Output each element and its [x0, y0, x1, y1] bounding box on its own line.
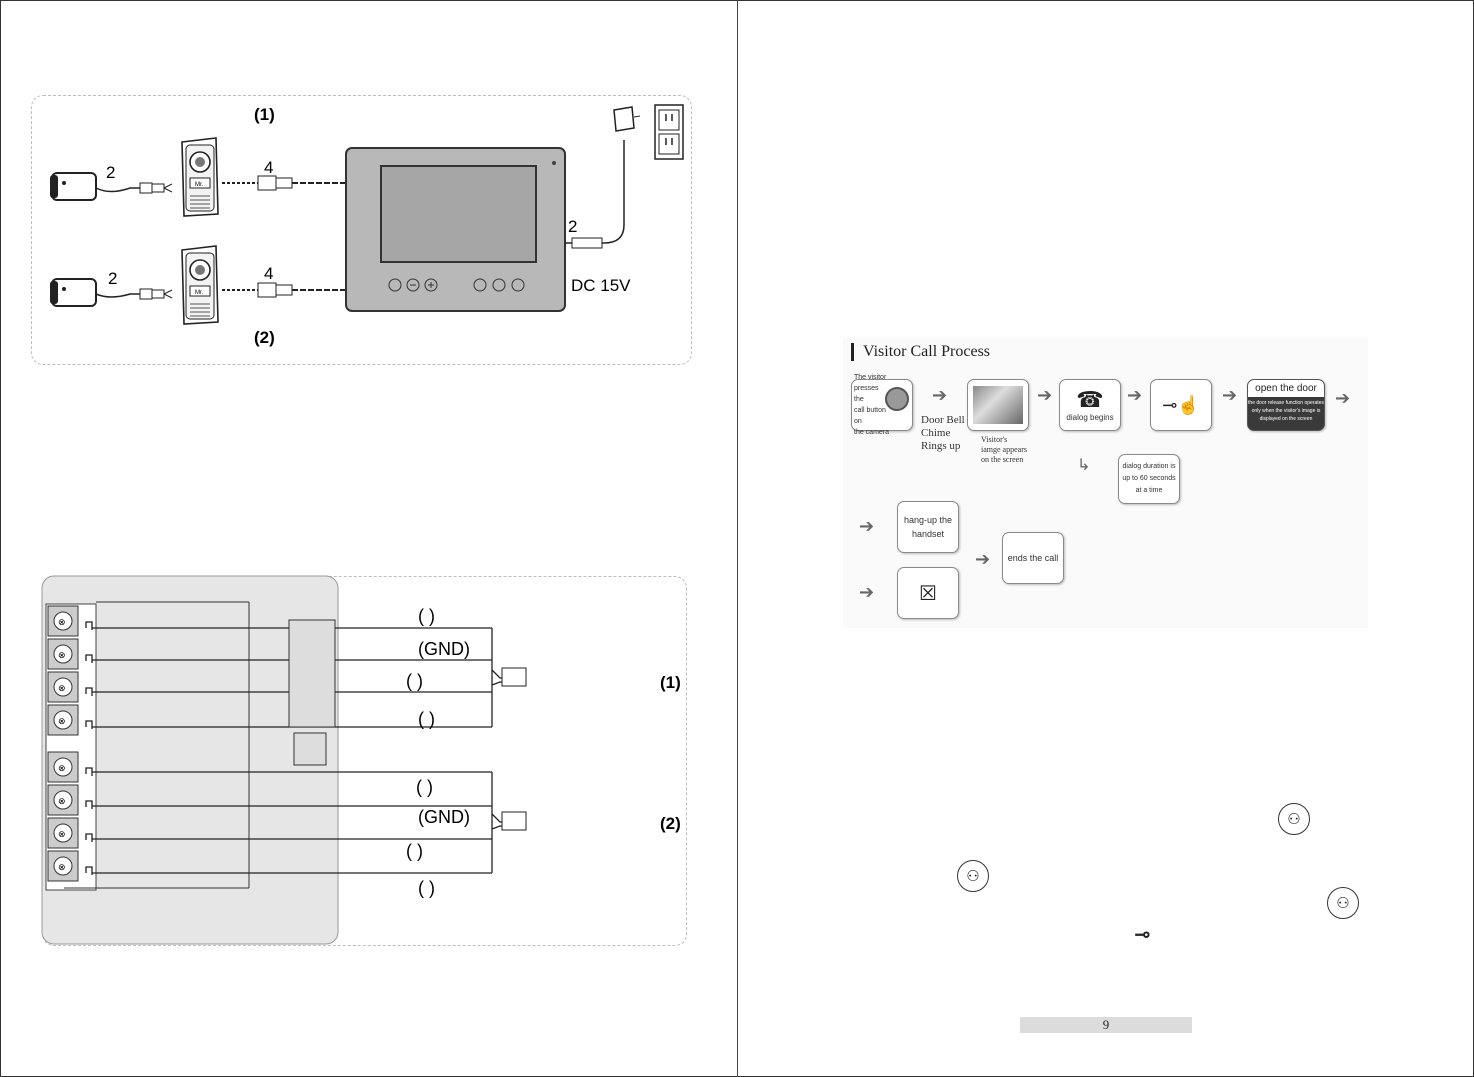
note-chime: Door Bell Chime Rings up	[921, 414, 965, 452]
key-icon: ⊸	[1162, 394, 1178, 415]
power-label: DC 15V	[571, 276, 631, 295]
page-number: 9	[1020, 1017, 1192, 1033]
wire-label-gnd: (GND)	[418, 807, 470, 827]
wire-count-lock-1: 2	[106, 163, 115, 182]
svg-text:⊗: ⊗	[58, 716, 66, 726]
outdoor-camera-icon: Mr.	[181, 245, 219, 325]
svg-text:⊗: ⊗	[58, 683, 66, 693]
wire-count-power: 2	[568, 217, 577, 236]
curved-arrow-icon: ↳	[1077, 455, 1091, 474]
music-button-icon	[473, 278, 487, 292]
plus-button-icon	[424, 278, 438, 292]
nameplate-text: Mr.	[195, 182, 204, 188]
group-label-1: (1)	[660, 673, 681, 692]
step-press-end: ☒	[897, 567, 959, 619]
wire-count-camera-1: 4	[264, 158, 273, 177]
power-adapter-icon	[613, 106, 641, 132]
electric-lock-icon	[50, 278, 97, 307]
arrow-right-icon: ➔	[975, 549, 991, 570]
outdoor-camera-icon: Mr.	[181, 137, 219, 217]
terminal-block: ⊗ ⊗ ⊗ ⊗ ⊗ ⊗ ⊗ ⊗	[47, 605, 79, 882]
arrow-right-icon: ➔	[859, 582, 875, 603]
wire-count-camera-2: 4	[264, 264, 273, 283]
talk-button-icon: ⚇	[957, 860, 989, 892]
wire-label: ( )	[418, 878, 435, 898]
arrow-right-icon: ➔	[1037, 385, 1053, 406]
step-unlock: ⊸ ☝	[1150, 379, 1212, 431]
step-dialog-begins: ☎ dialog begins	[1059, 379, 1121, 431]
note-image: Visitor's iamge appears on the screen	[981, 435, 1027, 464]
wire-label-gnd: (GND)	[418, 639, 470, 659]
wall-outlet-icon	[654, 104, 684, 160]
arrow-right-icon: ➔	[1335, 388, 1351, 409]
step-visitor-image	[967, 379, 1029, 431]
arrow-right-icon: ➔	[859, 516, 875, 537]
diagram-label-2: (2)	[254, 328, 275, 347]
svg-text:⊗: ⊗	[58, 829, 66, 839]
terminal-diagram: ⊗ ⊗ ⊗ ⊗ ⊗ ⊗ ⊗ ⊗ ( ) (GND) ( ) ( ) ( ) (G…	[41, 575, 681, 945]
talk-button-icon	[511, 278, 525, 292]
talk-button-icon: ⚇	[1327, 887, 1359, 919]
arrow-right-icon: ➔	[1127, 385, 1143, 406]
telephone-icon: ☎	[1076, 387, 1104, 412]
arrow-right-icon: ➔	[1222, 385, 1238, 406]
diagram-label-1: (1)	[254, 105, 275, 124]
unlock-button-icon	[492, 278, 506, 292]
step-press-button: The visitor presses the call button on t…	[851, 374, 913, 436]
hand-press-icon: ☝	[1177, 394, 1200, 415]
step-end-call: ends the call	[1002, 532, 1064, 584]
wire-label: ( )	[416, 777, 433, 797]
call-process-title: Visitor Call Process	[851, 343, 990, 361]
indoor-monitor	[345, 147, 566, 312]
nameplate-text: Mr.	[195, 290, 204, 296]
wire-label: ( )	[406, 841, 423, 861]
wire-label: ( )	[418, 709, 435, 729]
page-divider	[737, 0, 738, 1077]
arrow-right-icon: ➔	[932, 385, 948, 406]
svg-text:⊗: ⊗	[58, 862, 66, 872]
step-open-door: open the door the door release function …	[1247, 379, 1325, 431]
svg-text:⊗: ⊗	[58, 763, 66, 773]
svg-text:⊗: ⊗	[58, 650, 66, 660]
end-call-press-icon: ☒	[919, 582, 937, 605]
home-button-icon	[388, 278, 402, 292]
visitor-photo	[973, 386, 1023, 424]
wire-label: ( )	[418, 606, 435, 626]
group-label-2: (2)	[660, 814, 681, 833]
connection-diagram: (1) (2) 2 4 2 4 2 DC 15V Mr. Mr.	[50, 104, 684, 347]
key-icon: ⊸	[1134, 922, 1151, 946]
wire-label: ( )	[406, 671, 423, 691]
call-button-icon	[885, 387, 909, 411]
svg-text:⊗: ⊗	[58, 796, 66, 806]
electric-lock-icon	[50, 172, 97, 201]
minus-button-icon	[406, 278, 420, 292]
talk-button-icon: ⚇	[1278, 803, 1310, 835]
step-hangup: hang-up the handset	[897, 501, 959, 553]
svg-text:⊗: ⊗	[58, 617, 66, 627]
connection-diagram-frame	[31, 95, 692, 365]
wire-count-lock-2: 2	[108, 269, 117, 288]
note-duration: dialog duration is up to 60 seconds at a…	[1118, 454, 1180, 504]
